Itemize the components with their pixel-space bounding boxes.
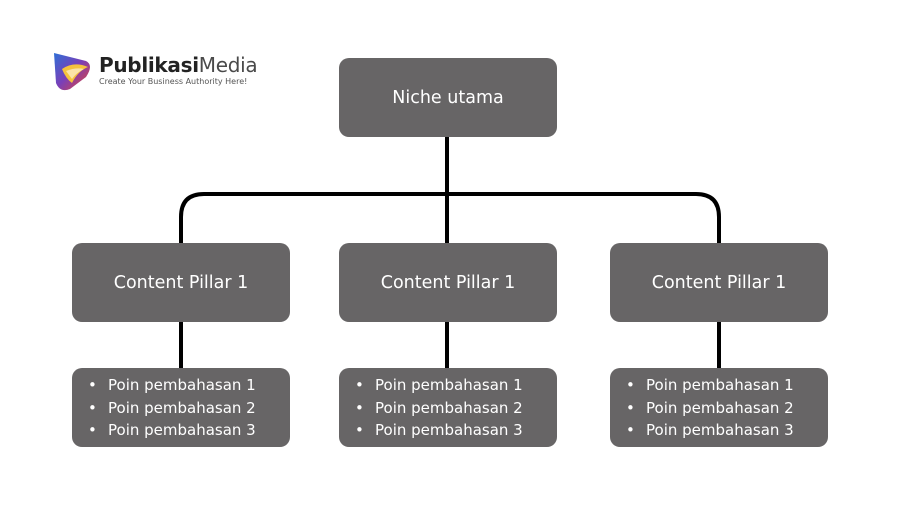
brand-name-bold: Publikasi [99, 53, 199, 77]
pillar-node-1: Content Pillar 1 [72, 243, 290, 322]
point-item: Poin pembahasan 2 [626, 397, 828, 420]
point-item: Poin pembahasan 1 [88, 374, 290, 397]
point-item: Poin pembahasan 3 [88, 419, 290, 442]
pillar-node-2: Content Pillar 1 [339, 243, 557, 322]
point-item: Poin pembahasan 2 [88, 397, 290, 420]
pillar-node-label: Content Pillar 1 [380, 272, 516, 293]
point-item: Poin pembahasan 3 [355, 419, 557, 442]
points-list: Poin pembahasan 1 Poin pembahasan 2 Poin… [88, 374, 290, 442]
point-item: Poin pembahasan 1 [355, 374, 557, 397]
pillar-node-label: Content Pillar 1 [113, 272, 249, 293]
pillar-node-3: Content Pillar 1 [610, 243, 828, 322]
brand-name-light: Media [198, 53, 258, 77]
point-item: Poin pembahasan 3 [626, 419, 828, 442]
point-item: Poin pembahasan 2 [355, 397, 557, 420]
root-node: Niche utama [339, 58, 557, 137]
connectors [179, 136, 721, 370]
connector-horizontal-branch [179, 192, 721, 244]
pillar-node-label: Content Pillar 1 [651, 272, 787, 293]
root-node-label: Niche utama [392, 87, 504, 108]
point-item: Poin pembahasan 1 [626, 374, 828, 397]
brand-name: PublikasiMedia [99, 53, 258, 77]
brand-tagline: Create Your Business Authority Here! [99, 77, 248, 86]
points-list: Poin pembahasan 1 Poin pembahasan 2 Poin… [626, 374, 828, 442]
points-box-2: Poin pembahasan 1 Poin pembahasan 2 Poin… [339, 368, 557, 447]
publikasimedia-logo: PublikasiMedia Create Your Business Auth… [50, 49, 280, 99]
points-box-1: Poin pembahasan 1 Poin pembahasan 2 Poin… [72, 368, 290, 447]
points-list: Poin pembahasan 1 Poin pembahasan 2 Poin… [355, 374, 557, 442]
points-box-3: Poin pembahasan 1 Poin pembahasan 2 Poin… [610, 368, 828, 447]
publikasimedia-logo-icon [54, 53, 90, 91]
